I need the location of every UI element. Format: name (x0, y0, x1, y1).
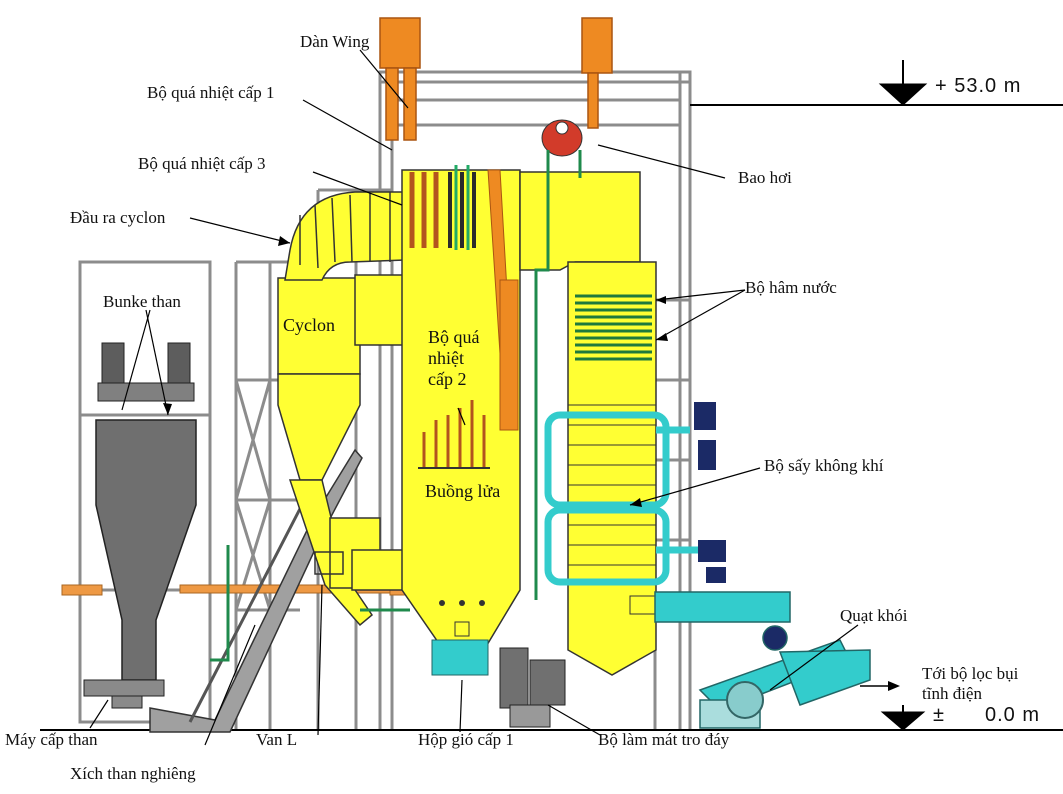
cyclone (277, 277, 413, 627)
bottom-ash-cooler (499, 647, 566, 728)
label-steam-drum: Bao hơi (738, 168, 792, 187)
label-economizer: Bộ hâm nước (745, 278, 837, 297)
label-coal-feeder: Máy cấp than (5, 730, 98, 749)
coal-bunker (83, 342, 197, 709)
furnace (401, 169, 521, 676)
label-bottom-ash-cooler: Bộ làm mát tro đáy (598, 730, 730, 749)
label-furnace: Buồng lửa (425, 481, 501, 501)
label-superheater-2-line2: nhiệt (428, 348, 464, 368)
label-id-fan: Quạt khói (840, 606, 908, 625)
label-superheater-2-line1: Bộ quá (428, 327, 480, 347)
label-cyclone-outlet: Đầu ra cyclon (70, 208, 166, 227)
economizer-tubes (575, 294, 652, 361)
elevation-markers (878, 60, 928, 731)
elevation-zero-sign: ± (933, 704, 945, 726)
id-fan (726, 681, 764, 719)
fan-units (694, 402, 726, 583)
cyclone-inlet-duct (354, 274, 406, 346)
steam-drum (541, 119, 583, 157)
air-heater-ducts (544, 411, 700, 586)
label-dan-wing: Dàn Wing (300, 32, 370, 51)
label-to-esp-line1: Tới bộ lọc bụi (922, 664, 1019, 683)
flue-ducts (654, 591, 871, 729)
label-superheater-3: Bộ quá nhiệt cấp 3 (138, 154, 266, 173)
leader-arrowheads (163, 236, 668, 507)
wing-wall-pipes (409, 172, 439, 248)
back-pass (519, 171, 657, 676)
label-superheater-2-line3: cấp 2 (428, 369, 467, 389)
green-pipes (210, 150, 582, 662)
label-superheater-1: Bộ quá nhiệt cấp 1 (147, 83, 275, 102)
label-cyclone: Cyclon (283, 315, 335, 335)
inclined-coal-chain (149, 448, 363, 733)
label-inclined-chain: Xích than nghiêng (70, 764, 196, 783)
top-risers (379, 17, 613, 141)
elevation-top: + 53.0 m (935, 75, 1022, 97)
cyclone-outlet-duct (284, 191, 406, 281)
leader-lines (89, 49, 859, 746)
label-l-valve: Van L (256, 730, 298, 749)
superheater-2-panels (418, 400, 490, 469)
elevation-zero-value: 0.0 m (985, 704, 1041, 726)
label-to-esp-line2: tĩnh điện (922, 684, 982, 703)
label-coal-bunker: Bunke than (103, 292, 181, 311)
label-air-heater: Bộ sấy không khí (764, 456, 884, 475)
label-primary-windbox: Hộp gió cấp 1 (418, 730, 514, 749)
